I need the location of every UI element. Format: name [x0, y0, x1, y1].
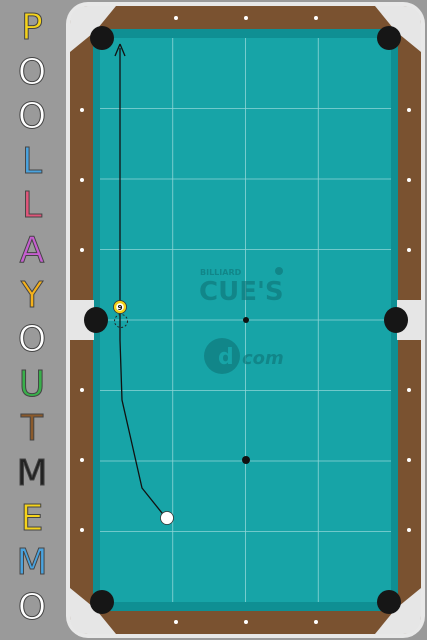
- title-letter: U: [18, 363, 46, 405]
- title-letter: L: [21, 185, 43, 227]
- corner-caps: [68, 6, 423, 634]
- arrow-head-icon: [114, 43, 126, 57]
- title-letter: L: [21, 140, 43, 182]
- diamond-marker: [407, 528, 411, 532]
- title-letter: T: [21, 408, 44, 450]
- logo-circle-icon: [204, 338, 240, 374]
- diamond-marker: [174, 16, 178, 20]
- title-letter: O: [17, 586, 47, 628]
- pocket-top-right: [377, 26, 401, 50]
- title-letter: Y: [21, 274, 44, 316]
- title-letter: O: [17, 51, 47, 93]
- diamond-marker: [407, 108, 411, 112]
- billiard-cues-logo: BILLIARD CUE'S d com: [199, 267, 284, 374]
- foot-spot: [242, 456, 250, 464]
- diamond-marker: [80, 458, 84, 462]
- logo-main-text: CUE'S: [199, 277, 284, 307]
- nine-ball-number: 9: [118, 304, 123, 312]
- diamond-marker: [314, 16, 318, 20]
- title-letter: M: [16, 542, 48, 584]
- table-grid: [100, 38, 391, 602]
- diamond-marker: [80, 108, 84, 112]
- logo-cue-ball-icon: [275, 267, 283, 275]
- diamond-marker: [174, 620, 178, 624]
- cue-ball[interactable]: [160, 511, 174, 525]
- diamond-marker: [407, 388, 411, 392]
- diamond-marker: [314, 620, 318, 624]
- pocket-top-left: [90, 26, 114, 50]
- svg-text:d: d: [218, 345, 234, 370]
- title-letter: E: [20, 497, 44, 539]
- diamond-marker: [80, 248, 84, 252]
- title-letter: P: [21, 7, 44, 48]
- diamond-marker: [244, 620, 248, 624]
- title-letter: O: [17, 319, 47, 361]
- pocket-bottom-right: [377, 590, 401, 614]
- title-letter: A: [19, 230, 45, 271]
- diamond-marker: [80, 528, 84, 532]
- ghost-ball: [114, 314, 128, 328]
- pool-table[interactable]: BILLIARD CUE'S d com 9: [64, 0, 427, 640]
- diamond-marker: [407, 248, 411, 252]
- nine-ball[interactable]: 9: [113, 300, 127, 314]
- logo-com-text: com: [242, 348, 284, 369]
- title-letter: M: [16, 453, 48, 494]
- pocket-side-left: [84, 307, 108, 333]
- shot-path-line: [119, 48, 167, 519]
- rail-diamonds: [80, 16, 411, 624]
- diamond-marker: [80, 388, 84, 392]
- logo-small-text: BILLIARD: [200, 268, 242, 277]
- diamond-marker: [407, 178, 411, 182]
- title-letter: O: [17, 96, 47, 138]
- center-spot: [243, 317, 249, 323]
- pocket-bottom-left: [90, 590, 114, 614]
- diamond-marker: [244, 16, 248, 20]
- pocket-side-right: [384, 307, 408, 333]
- diamond-marker: [407, 458, 411, 462]
- diamond-marker: [80, 178, 84, 182]
